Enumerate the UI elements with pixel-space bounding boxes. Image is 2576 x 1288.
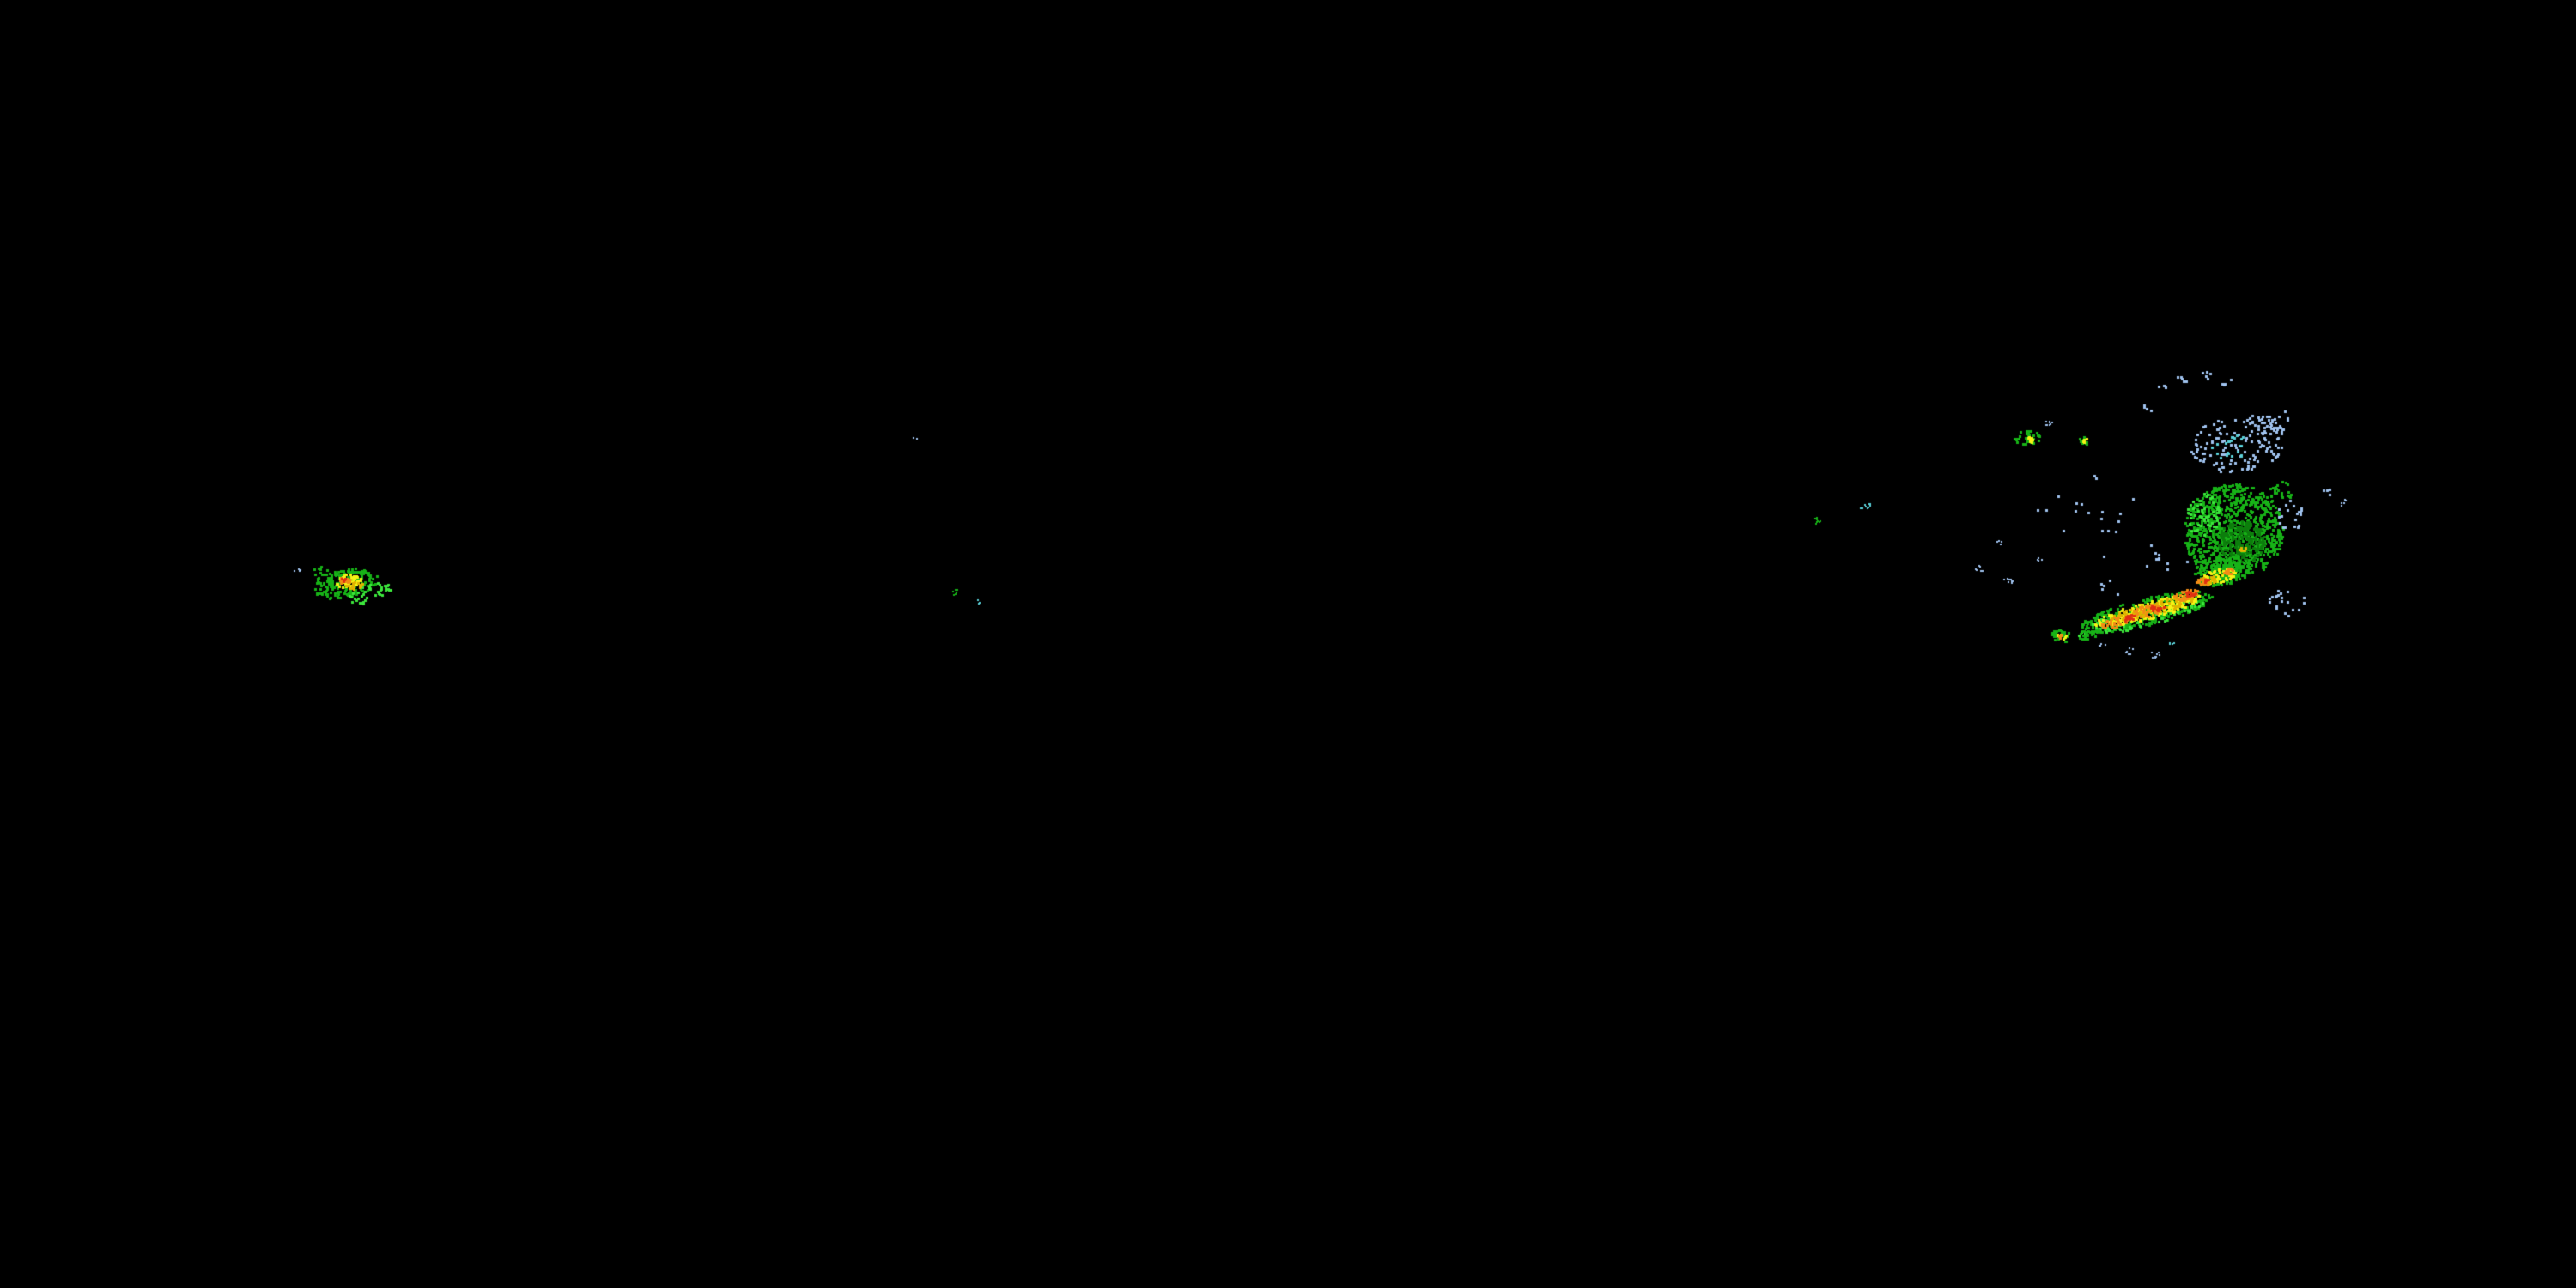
radar-viewport [0,0,2576,1288]
radar-reflectivity-canvas [0,0,2576,1288]
